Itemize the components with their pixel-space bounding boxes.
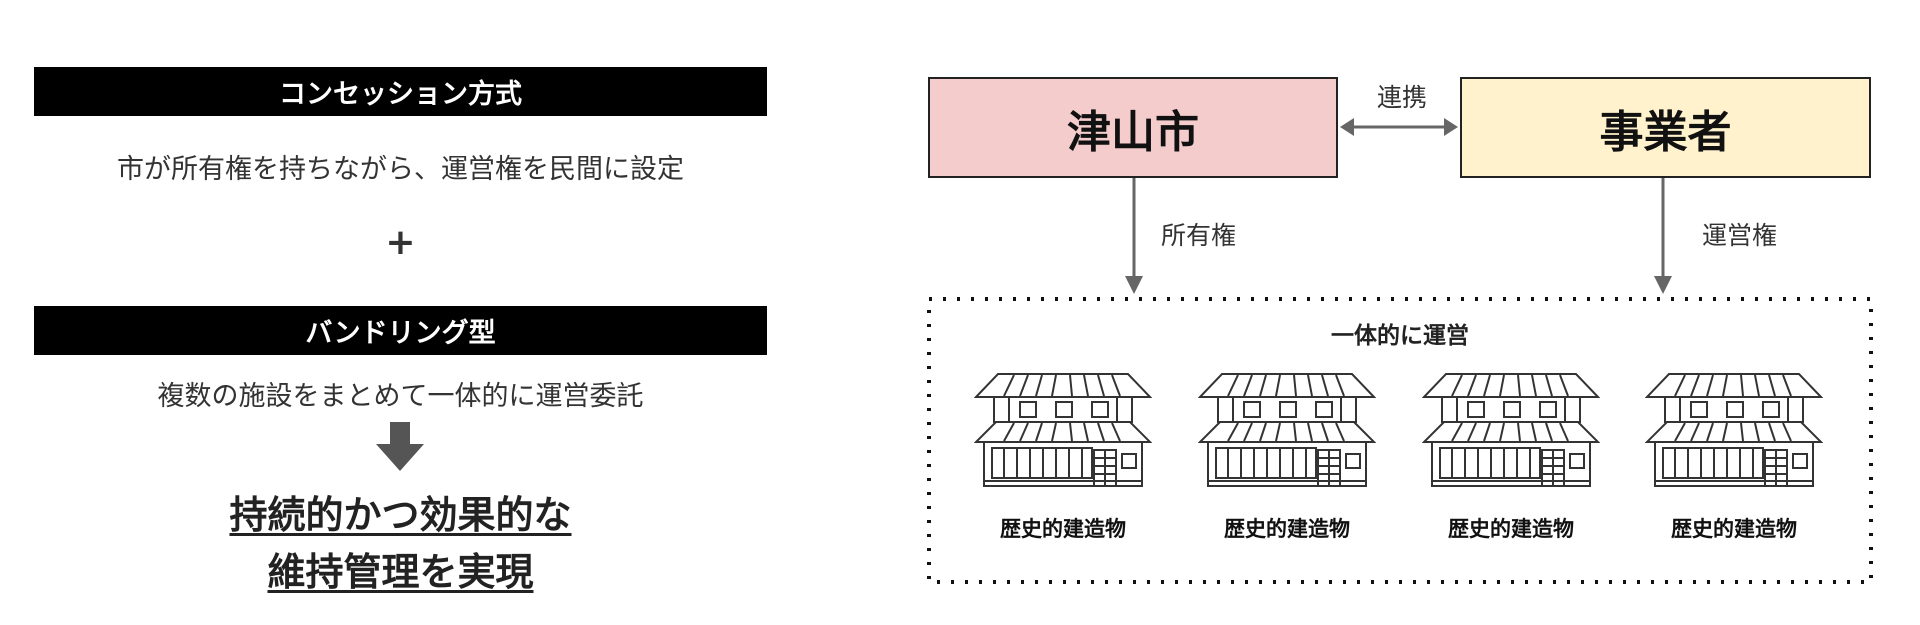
building-label: 歴史的建造物 xyxy=(1224,517,1350,541)
historic-building-icon xyxy=(1646,373,1822,487)
concession-heading: コンセッション方式 xyxy=(34,67,767,116)
bundling-description: 複数の施設をまとめて一体的に運営委託 xyxy=(157,381,644,412)
operation-right-label: 運営権 xyxy=(1702,221,1778,250)
building-label: 歴史的建造物 xyxy=(1671,517,1797,541)
operator-box: 事業者 xyxy=(1460,77,1871,178)
result-line-2: 維持管理を実現 xyxy=(267,550,534,594)
down-arrow-icon xyxy=(376,422,424,471)
historic-building-icon xyxy=(1199,373,1375,487)
building-label: 歴史的建造物 xyxy=(1448,517,1574,541)
concession-description: 市が所有権を持ちながら、運営権を民間に設定 xyxy=(117,154,684,185)
historic-building-icon xyxy=(975,373,1151,487)
group-title: 一体的に運営 xyxy=(1331,323,1469,349)
building-label: 歴史的建造物 xyxy=(1000,517,1126,541)
link-label: 連携 xyxy=(1376,83,1427,112)
plus-sign: + xyxy=(385,222,416,263)
bundling-heading: バンドリング型 xyxy=(34,306,767,355)
city-box: 津山市 xyxy=(928,77,1338,178)
result-line-1: 持続的かつ効果的な xyxy=(229,493,572,537)
historic-building-icon xyxy=(1423,373,1599,487)
ownership-label: 所有権 xyxy=(1161,221,1237,250)
